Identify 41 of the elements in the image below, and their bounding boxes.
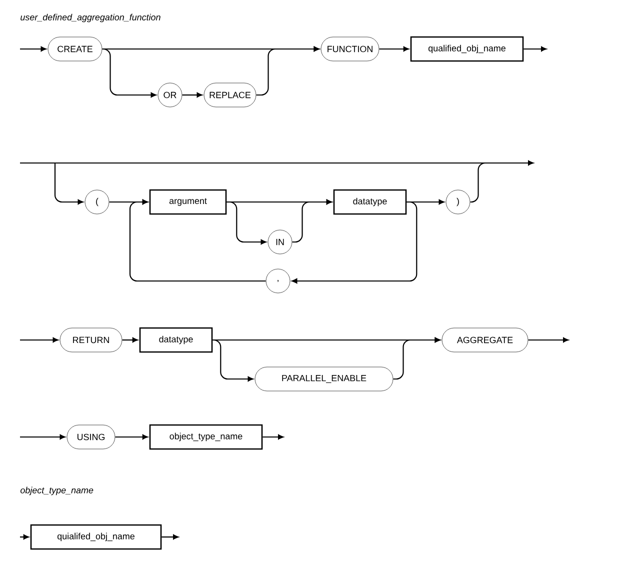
symbol-terminal: ( — [84, 190, 110, 214]
connector-arrow — [129, 199, 266, 282]
keyword-terminal: REPLACE — [204, 82, 256, 108]
nonterminal-box: quialifed_obj_name — [30, 524, 162, 550]
symbol-terminal: OR — [158, 82, 182, 108]
keyword-terminal: AGGREGATE — [442, 328, 528, 352]
connector-arrow — [393, 337, 440, 380]
nonterminal-box: qualified_obj_name — [410, 36, 524, 62]
connector-arrow — [102, 48, 156, 98]
connector-arrow — [262, 434, 284, 440]
nonterminal-box: argument — [149, 189, 227, 215]
connector-arrow — [122, 337, 138, 343]
connector-arrow — [528, 337, 569, 343]
connector-arrow — [292, 199, 332, 243]
connector-arrow — [292, 201, 418, 284]
connector-arrow — [524, 46, 547, 52]
connector-arrow — [182, 92, 202, 98]
connector-arrow — [20, 434, 66, 440]
connector-arrow — [212, 339, 254, 382]
keyword-terminal: USING — [66, 424, 116, 450]
keyword-terminal: PARALLEL_ENABLE — [254, 366, 394, 392]
connector-arrow — [256, 46, 320, 96]
nonterminal-box: object_type_name — [149, 424, 263, 450]
connector-arrow — [162, 534, 179, 540]
rule-name-label: user_defined_aggregation_function — [20, 14, 160, 22]
keyword-terminal: FUNCTION — [320, 36, 380, 62]
keyword-terminal: CREATE — [48, 36, 102, 62]
symbol-terminal: , — [266, 268, 290, 294]
connector-arrow — [115, 434, 148, 440]
connector-arrow — [20, 534, 29, 540]
connector-arrow — [54, 163, 84, 205]
symbol-terminal: ) — [446, 190, 470, 214]
rule-name-label: object_type_name — [20, 486, 94, 496]
nonterminal-box: datatype — [333, 189, 407, 215]
connector-arrow — [226, 201, 266, 245]
connector-arrow — [379, 46, 409, 52]
connector-arrow — [20, 46, 46, 52]
keyword-terminal: RETURN — [60, 328, 122, 352]
nonterminal-box: datatype — [139, 327, 213, 353]
symbol-terminal: IN — [268, 230, 292, 254]
connector-arrow — [20, 337, 58, 343]
